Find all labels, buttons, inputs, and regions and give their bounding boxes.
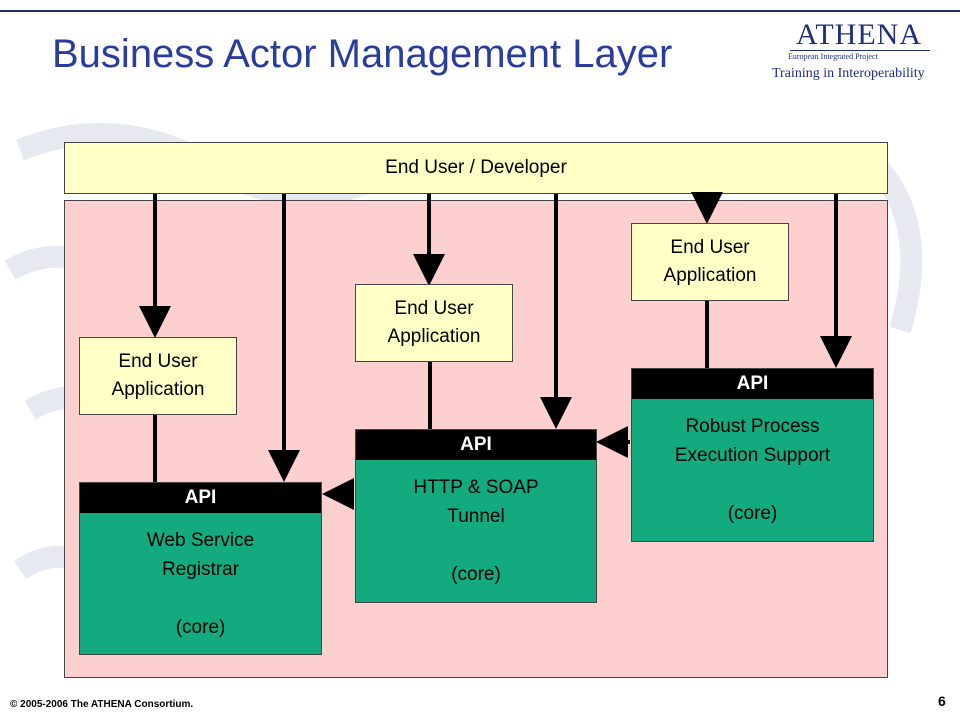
- end-user-application-2: End User Application: [355, 284, 513, 362]
- end-user-application-3: End User Application: [631, 223, 789, 301]
- logo-subtitle: European Integrated Project: [788, 52, 878, 61]
- end-user-application-1: End User Application: [79, 337, 237, 415]
- http-soap-tunnel: API HTTP & SOAP Tunnel (core): [355, 429, 597, 603]
- page-number: 6: [938, 693, 946, 709]
- component-name: HTTP & SOAP Tunnel: [413, 477, 539, 527]
- api-label: API: [356, 430, 596, 460]
- logo-rule: [790, 50, 930, 51]
- component-name: Robust Process Execution Support: [674, 416, 831, 466]
- component-suffix: (core): [451, 564, 501, 585]
- athena-logo: ATHENA European Integrated Project Train…: [770, 18, 950, 98]
- slide-title: Business Actor Management Layer: [52, 32, 673, 76]
- copyright-footer: © 2005-2006 The ATHENA Consortium.: [10, 699, 194, 710]
- robust-process-execution-support: API Robust Process Execution Support (co…: [631, 368, 874, 542]
- logo-tagline: Training in Interoperability: [772, 66, 925, 81]
- web-service-registrar: API Web Service Registrar (core): [79, 482, 322, 655]
- end-user-developer-bar: End User / Developer: [64, 142, 888, 194]
- api-label: API: [80, 483, 321, 513]
- api-label: API: [632, 369, 873, 399]
- header-rule: [0, 10, 960, 12]
- logo-name: ATHENA: [796, 18, 922, 51]
- component-suffix: (core): [175, 616, 226, 638]
- component-name: Web Service Registrar: [146, 529, 255, 580]
- component-suffix: (core): [727, 503, 778, 524]
